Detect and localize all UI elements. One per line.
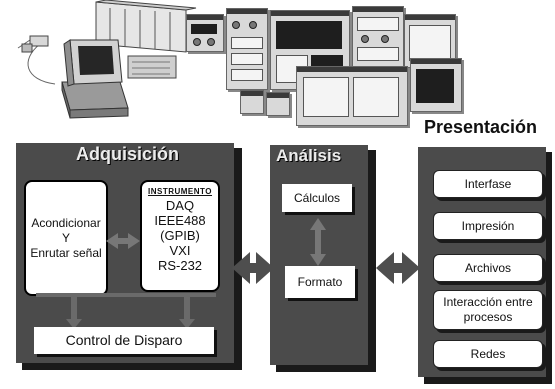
front-panel-thumbnail [226,8,268,90]
control-disparo-label: Control de Disparo [65,332,183,348]
computer-illustration [17,0,197,119]
impresion-box: Impresión [433,212,543,240]
arrow-to-presentacion [376,252,420,284]
instrumento-item: DAQ [165,198,195,213]
front-panel-thumbnail [352,6,404,68]
presentacion-title: Presentación [424,117,538,137]
front-panel-thumbnail [186,14,224,52]
redes-box: Redes [433,340,543,368]
acondicionar-y-label: Y [61,230,70,245]
acondicionar-box: Acondicionar Y Enrutar señal [24,180,108,296]
calculos-formato-arrow [310,218,326,266]
analisis-title: Análisis [276,146,342,165]
instrumento-item: VXI [169,243,191,258]
instrumento-box: INSTRUMENTO DAQ IEEE488 (GPIB) VXI RS-23… [140,180,220,292]
instrumento-item: (GPIB) [160,228,200,243]
control-disparo-box: Control de Disparo [34,327,214,354]
instrumento-header: INSTRUMENTO [147,187,213,196]
formato-box: Formato [285,266,355,298]
instrumento-item: RS-232 [157,258,203,273]
front-panel-thumbnail [266,92,290,116]
front-panel-thumbnail [296,66,408,126]
interfase-box: Interfase [433,170,543,198]
impresion-label: Impresión [461,218,515,233]
redes-label: Redes [470,346,506,361]
interfase-label: Interfase [464,176,512,191]
interaccion-label: Interacción entre procesos [443,295,533,324]
formato-label: Formato [297,274,343,289]
front-panel-thumbnail [410,58,462,112]
enrutar-label: Enrutar señal [30,245,102,260]
acondicionar-label: Acondicionar [31,215,101,230]
illustration [0,0,555,135]
archivos-box: Archivos [433,254,543,282]
adquisicion-title: Adquisición [76,144,179,164]
instrumento-item: IEEE488 [154,213,206,228]
calculos-label: Cálculos [293,190,341,205]
calculos-box: Cálculos [282,184,352,212]
front-panel-thumbnail [240,90,264,114]
adquisicion-connectors [36,233,216,329]
interaccion-box: Interacción entre procesos [433,290,543,330]
arrow-to-analisis [232,252,274,284]
archivos-label: Archivos [464,260,511,275]
